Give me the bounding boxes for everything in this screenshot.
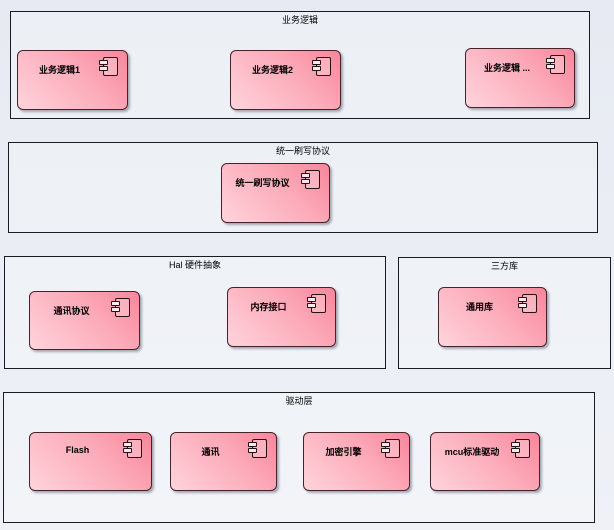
uml-component-icon [248,439,267,458]
component-label: 业务逻辑1 [38,65,80,75]
component-label: 统一刷写协议 [235,178,290,188]
component-label: 业务逻辑 ... [483,63,530,73]
component-crypto-engine[interactable]: 加密引擎 [303,432,410,491]
component-comm-protocol[interactable]: 通讯协议 [29,291,140,350]
component-business-logic-2[interactable]: 业务逻辑2 [230,50,341,110]
group-title: 业务逻辑 [281,15,318,25]
component-label: 通讯 [201,447,220,457]
component-label: 加密引擎 [325,447,362,457]
group-title: Hal 硬件抽象 [168,260,221,270]
uml-component-icon [546,55,565,74]
uml-component-icon [99,57,118,76]
uml-component-icon [511,439,530,458]
group-title: 统一刷写协议 [275,146,330,156]
component-flash[interactable]: Flash [29,432,152,491]
component-common-library[interactable]: 通用库 [438,287,547,347]
group-title: 驱动层 [285,396,313,406]
component-label: mcu标准驱动 [444,447,500,457]
component-business-logic-n[interactable]: 业务逻辑 ... [465,48,575,108]
uml-component-icon [518,294,537,313]
component-label: 通用库 [465,302,493,312]
group-title: 三方库 [490,261,518,271]
component-label: 内存接口 [250,302,287,312]
component-mcu-standard-driver[interactable]: mcu标准驱动 [430,432,540,491]
component-unified-flash-protocol[interactable]: 统一刷写协议 [221,163,330,223]
uml-component-icon [123,439,142,458]
component-comm[interactable]: 通讯 [170,432,277,491]
uml-component-icon [307,294,326,313]
component-label: 通讯协议 [53,306,90,316]
uml-component-icon [111,298,130,317]
component-business-logic-1[interactable]: 业务逻辑1 [17,50,128,110]
uml-component-icon [312,57,331,76]
component-label: 业务逻辑2 [251,65,293,75]
uml-component-icon [381,439,400,458]
component-label: Flash [65,445,90,455]
component-memory-interface[interactable]: 内存接口 [227,287,336,347]
uml-component-icon [301,170,320,189]
